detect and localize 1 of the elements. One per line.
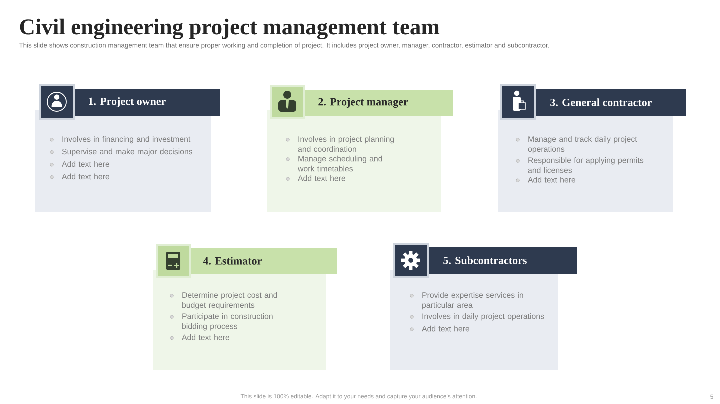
slide-title: Civil engineering project management team: [20, 18, 440, 40]
